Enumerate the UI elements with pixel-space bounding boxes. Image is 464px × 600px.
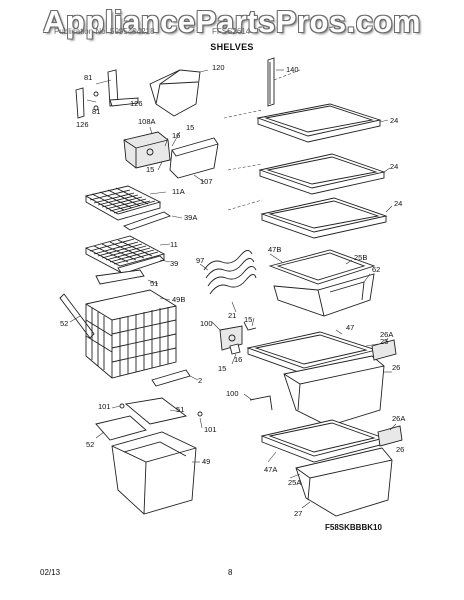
label-24-a: 24 <box>390 116 398 125</box>
glass-shelf-2-part <box>258 153 391 195</box>
label-15-a: 15 <box>186 123 194 132</box>
shelf-rail-part <box>223 57 301 211</box>
label-15-b: 15 <box>146 165 154 174</box>
label-27: 27 <box>294 509 302 518</box>
label-47: 47 <box>346 323 354 332</box>
label-62: 62 <box>372 265 380 274</box>
label-126-a: 126 <box>130 99 143 108</box>
publication-number: Publication No. 5995404218 <box>54 27 155 36</box>
label-47B: 47B <box>268 245 281 254</box>
label-25B: 25B <box>354 253 367 262</box>
label-25A: 25A <box>288 478 301 487</box>
diagram-code: F58SKBBBK10 <box>325 523 382 532</box>
label-51-a: 51 <box>150 279 158 288</box>
control-bracket-part <box>211 317 257 365</box>
diagram-title: SHELVES <box>210 42 254 52</box>
label-26A-a: 26A <box>380 330 393 339</box>
heater-coil-part <box>199 250 257 313</box>
label-16-b: 16 <box>234 355 242 364</box>
label-11: 11 <box>170 240 178 249</box>
wire-shelf-upper-part <box>84 185 167 221</box>
footer-date: 02/13 <box>40 568 61 577</box>
label-26A-b: 26A <box>392 414 405 423</box>
model-number: FFSS2614 <box>212 27 251 36</box>
glass-shelf-3-part <box>260 197 393 239</box>
label-49B: 49B <box>172 295 185 304</box>
label-24-b: 24 <box>390 162 398 171</box>
label-107: 107 <box>200 177 213 186</box>
label-51-b: 51 <box>176 405 184 414</box>
label-11A: 11A <box>172 187 185 196</box>
label-101-b: 101 <box>204 425 217 434</box>
label-49: 49 <box>202 457 210 466</box>
label-15-c: 15 <box>244 315 252 324</box>
hinge-bracket-part <box>75 69 139 119</box>
label-108A: 108A <box>138 117 156 126</box>
label-39A: 39A <box>184 213 197 222</box>
page-number: 8 <box>228 568 233 577</box>
control-housing-part <box>123 126 219 183</box>
label-47A: 47A <box>264 465 277 474</box>
label-25: 25 <box>380 337 388 346</box>
label-15-d: 15 <box>218 364 226 373</box>
crisper-drawer-left-part <box>95 397 203 515</box>
label-100-a: 100 <box>200 319 213 328</box>
label-120: 120 <box>212 63 225 72</box>
label-100-b: 100 <box>226 389 239 398</box>
label-39: 39 <box>170 259 178 268</box>
upper-crisper-part <box>268 249 376 317</box>
label-126-b: 126 <box>76 120 89 129</box>
label-24-c: 24 <box>394 199 402 208</box>
label-26-b: 26 <box>396 445 404 454</box>
watermark-logo: AppliancePartsPros.com <box>43 4 421 39</box>
label-16-a: 16 <box>172 131 180 140</box>
label-26-a: 26 <box>392 363 400 372</box>
label-81-b: 81 <box>92 107 100 116</box>
wire-shelf-lower-part <box>84 235 171 275</box>
label-81-a: 81 <box>84 73 92 82</box>
label-52-a: 52 <box>60 319 68 328</box>
wire-basket-part <box>59 269 199 387</box>
glass-shelf-1-part <box>256 103 389 143</box>
shelf-trim-39A-part <box>122 211 183 231</box>
lower-crisper-part <box>260 419 403 517</box>
label-21: 21 <box>228 311 236 320</box>
label-52-b: 52 <box>86 440 94 449</box>
crisper-cover-part <box>149 69 209 117</box>
label-101-a: 101 <box>98 402 111 411</box>
middle-crisper-part <box>243 329 397 427</box>
label-2: 2 <box>198 376 202 385</box>
label-140: 140 <box>286 65 299 74</box>
label-97: 97 <box>196 256 204 265</box>
